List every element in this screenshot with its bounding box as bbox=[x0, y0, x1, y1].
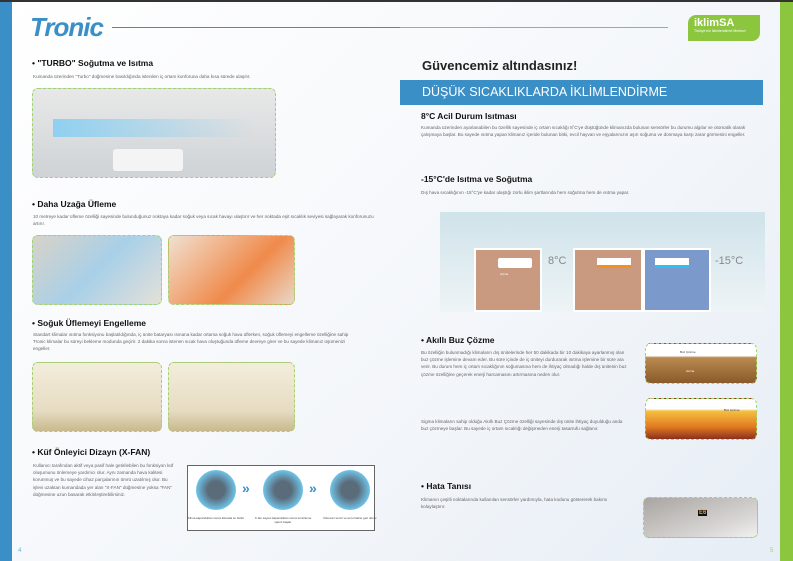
diagram-label: Buz Çözme bbox=[680, 350, 696, 354]
heating-image bbox=[168, 235, 295, 305]
defrost-chart-smart: Buz Çözme bbox=[645, 398, 757, 440]
section-title: -15°C'de Isıtma ve Soğutma bbox=[421, 174, 533, 184]
living-room-image bbox=[32, 362, 162, 432]
low-temp-image: Isıtma 8°C -15°C bbox=[440, 212, 765, 312]
coil-cleaning-icon bbox=[263, 470, 303, 510]
room-cooling bbox=[643, 248, 711, 312]
section-title: • Akıllı Buz Çözme bbox=[421, 335, 495, 345]
right-stripe bbox=[780, 2, 793, 561]
step-caption: Klima kapandıktan sonra klimada su birik… bbox=[187, 516, 245, 520]
coil-wet-icon bbox=[196, 470, 236, 510]
chevron-right-icon: » bbox=[242, 480, 250, 496]
section-text: Dış hava sıcaklığının -15°C'ye kadar ula… bbox=[421, 190, 630, 195]
logo-tagline: Türkiye'nin İklimlendirme Merkezi bbox=[694, 29, 746, 33]
section-title: • Soğuk Üflemeyi Engelleme bbox=[32, 318, 146, 328]
airflow-icon bbox=[53, 119, 253, 137]
coil-clean-icon bbox=[330, 470, 370, 510]
left-stripe bbox=[0, 2, 12, 561]
step-caption: X-fan sayesi kapandıktan sonra temizleme… bbox=[254, 516, 312, 524]
section-title: • "TURBO" Soğutma ve Isıtma bbox=[32, 58, 154, 68]
ac-unit-icon bbox=[597, 258, 631, 268]
xfan-steps: » » Klima kapandıktan sonra klimada su b… bbox=[187, 465, 377, 531]
section-banner: DÜŞÜK SICAKLIKLARDA İKLİMLENDİRME bbox=[400, 80, 763, 105]
divider bbox=[400, 27, 668, 28]
section-text: Klimanın çeşitli noktalarında kullanılan… bbox=[421, 497, 608, 510]
cooling-image bbox=[32, 235, 162, 305]
step-caption: Klimanız temiz ve kuru haline geri döner bbox=[323, 516, 377, 520]
section-text: Standart klimalar ısıtma fonksiyonu başl… bbox=[33, 332, 349, 352]
page-number: 4 bbox=[18, 548, 22, 554]
living-room-image bbox=[168, 362, 295, 432]
logo-text: iklimSA bbox=[694, 17, 735, 29]
section-text: Kumanda üzerinden ayarlanabilen bu özell… bbox=[421, 125, 746, 138]
room-heating: Isıtma bbox=[474, 248, 542, 312]
section-text: Kumanda üzerinden "Turbo" düğmesine bası… bbox=[33, 74, 251, 79]
room-label: Isıtma bbox=[500, 272, 509, 276]
diagram-label: Buz Çözme bbox=[724, 408, 740, 412]
section-text: 10 metreye kadar üfleme özelliği sayesin… bbox=[33, 214, 374, 227]
page-number: 5 bbox=[770, 548, 774, 554]
ac-unit-icon bbox=[498, 258, 532, 268]
section-text: Bu özelliğin bulunmadığı klimaların dış … bbox=[421, 350, 627, 377]
defrost-chart-standard: Buz Çözme Isıtma bbox=[645, 343, 757, 384]
temperature-label: 8°C bbox=[548, 255, 567, 267]
chevron-right-icon: » bbox=[309, 480, 317, 496]
section-title: • Küf Önleyici Dizayn (X-FAN) bbox=[32, 447, 151, 457]
diagram-label: Isıtma bbox=[686, 369, 695, 373]
room-heating bbox=[573, 248, 643, 312]
section-title: • Daha Uzağa Üfleme bbox=[32, 199, 117, 209]
error-display-image: E6 bbox=[643, 497, 758, 538]
sofa-icon bbox=[113, 149, 183, 171]
temperature-label: -15°C bbox=[715, 255, 744, 267]
ac-unit-icon bbox=[655, 258, 689, 268]
section-text: Kullanıcı tarafından aktif veya pasif ha… bbox=[33, 463, 174, 497]
tronic-logo: Tronic bbox=[30, 12, 104, 42]
top-bar bbox=[0, 0, 793, 2]
slogan: Güvencemiz altındasınız! bbox=[422, 58, 578, 73]
section-title: 8°C Acil Durum Isıtması bbox=[421, 111, 517, 121]
turbo-image bbox=[32, 88, 276, 178]
section-text: Sigma klimaların sahip olduğu Akıllı Buz… bbox=[421, 419, 623, 432]
error-code: E6 bbox=[698, 510, 708, 516]
divider bbox=[112, 27, 402, 28]
section-title: • Hata Tanısı bbox=[421, 481, 472, 491]
